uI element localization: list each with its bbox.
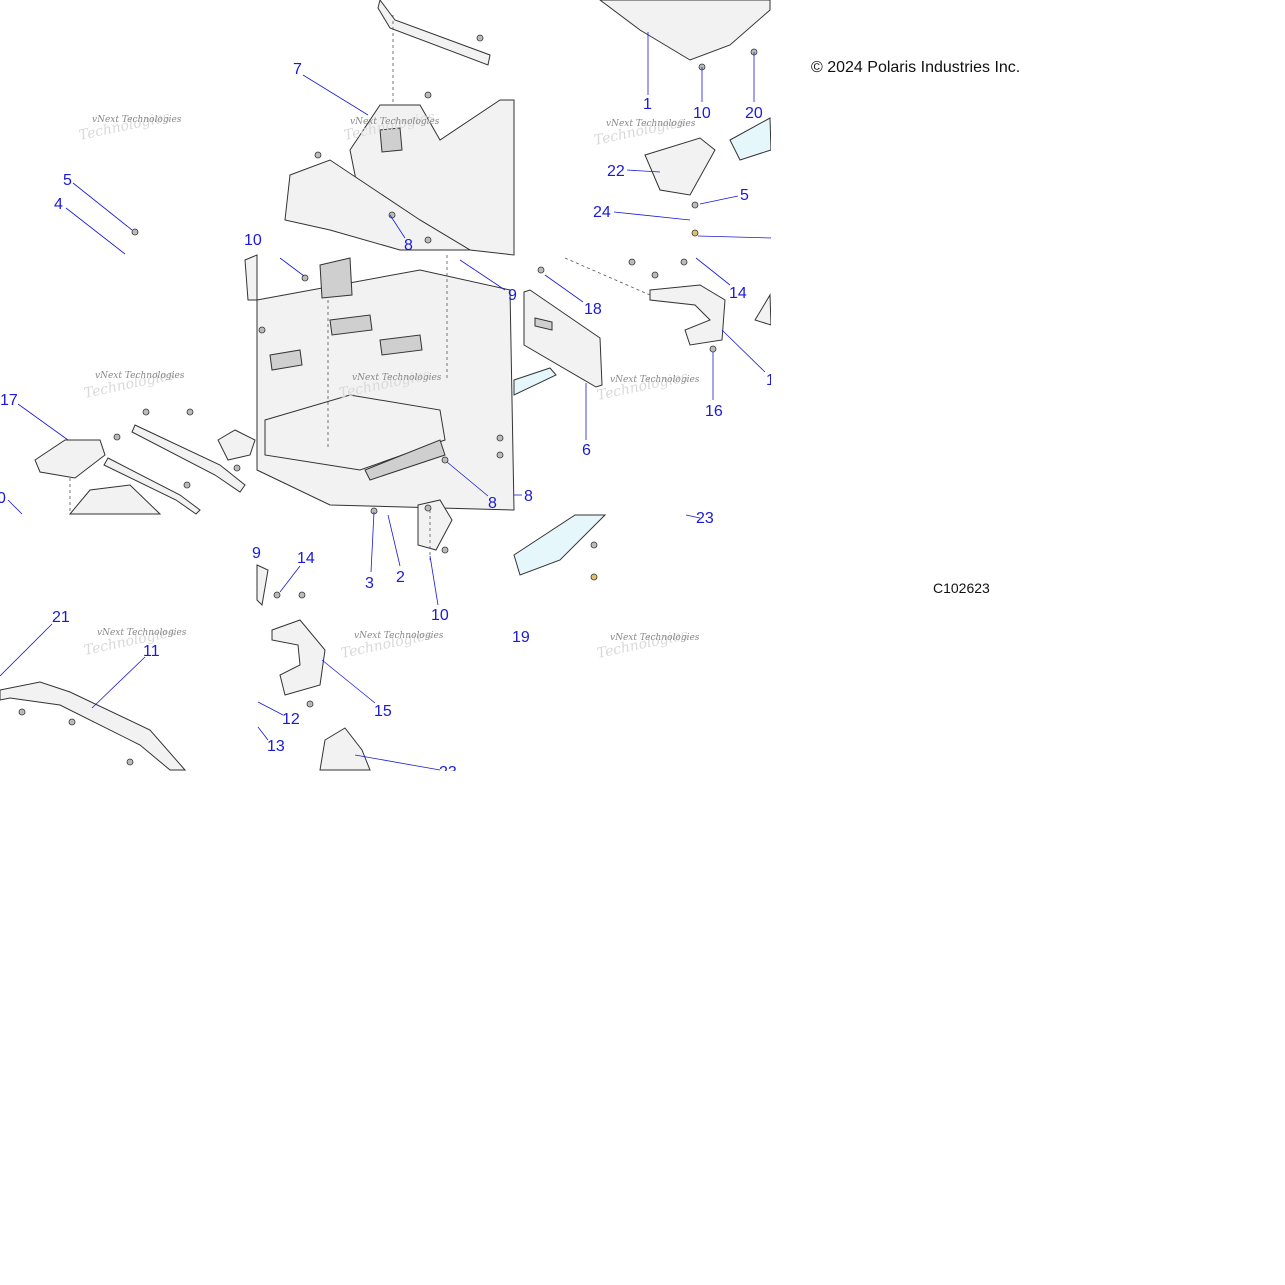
callout-label: 20 <box>745 105 763 122</box>
callout-label: 3 <box>365 575 374 592</box>
copyright-text: © 2024 Polaris Industries Inc. <box>811 59 1021 76</box>
watermark-text: vNext Technologies <box>97 628 187 638</box>
alignment-lines <box>69 15 651 560</box>
callout-label: 22 <box>607 163 625 180</box>
watermark-text: vNext Technologies <box>352 373 442 383</box>
callout-label: 13 <box>267 738 285 755</box>
callout-label: 18 <box>584 301 602 318</box>
callout-label: 14 <box>297 550 315 567</box>
callout-label: 8 <box>524 488 533 505</box>
callout-label: 11 <box>143 643 160 660</box>
parts-artwork <box>0 0 772 771</box>
watermark-text: vNext Technologies <box>92 115 182 125</box>
callout-label: 5 <box>740 187 749 204</box>
callout-label: 14 <box>729 285 747 302</box>
callout-label: 8 <box>488 495 497 512</box>
blank-area <box>771 0 1285 771</box>
callout-label: 7 <box>293 61 302 78</box>
callout-label: 10 <box>244 232 262 249</box>
callout-labels: 1 10 20 7 22 5 24 5 4 10 8 9 18 14 1 16 … <box>0 61 775 781</box>
diagram-code: C102623 <box>933 580 990 596</box>
callout-label: 1 <box>766 372 775 389</box>
callout-label: 12 <box>282 711 300 728</box>
callout-label: 2 <box>396 569 405 586</box>
callout-label: 10 <box>693 105 711 122</box>
callout-label: 21 <box>52 609 70 626</box>
watermark-text: vNext Technologies <box>606 119 696 129</box>
callout-label: 17 <box>0 392 18 409</box>
callout-label: 9 <box>252 545 261 562</box>
watermark-text: vNext Technologies <box>95 371 185 381</box>
callout-label: 15 <box>374 703 392 720</box>
callout-label: 23 <box>696 510 714 527</box>
watermark-text: vNext Technologies <box>354 631 444 641</box>
callout-label: 24 <box>593 204 611 221</box>
blank-area <box>0 771 1285 1285</box>
callout-label: 4 <box>54 196 63 213</box>
watermark-text: vNext Technologies <box>350 117 440 127</box>
callout-label: 16 <box>705 403 723 420</box>
callout-label: 19 <box>512 629 530 646</box>
callout-label: 10 <box>431 607 449 624</box>
callout-label: 8 <box>404 237 413 254</box>
leader-lines <box>0 32 772 771</box>
watermark-text: vNext Technologies <box>610 633 700 643</box>
callout-label: 9 <box>508 287 517 304</box>
callout-label: 1 <box>643 96 652 113</box>
callout-label: 6 <box>582 442 591 459</box>
callout-label: 0 <box>0 490 6 507</box>
watermark-text: vNext Technologies <box>610 375 700 385</box>
callout-label: 5 <box>63 172 72 189</box>
